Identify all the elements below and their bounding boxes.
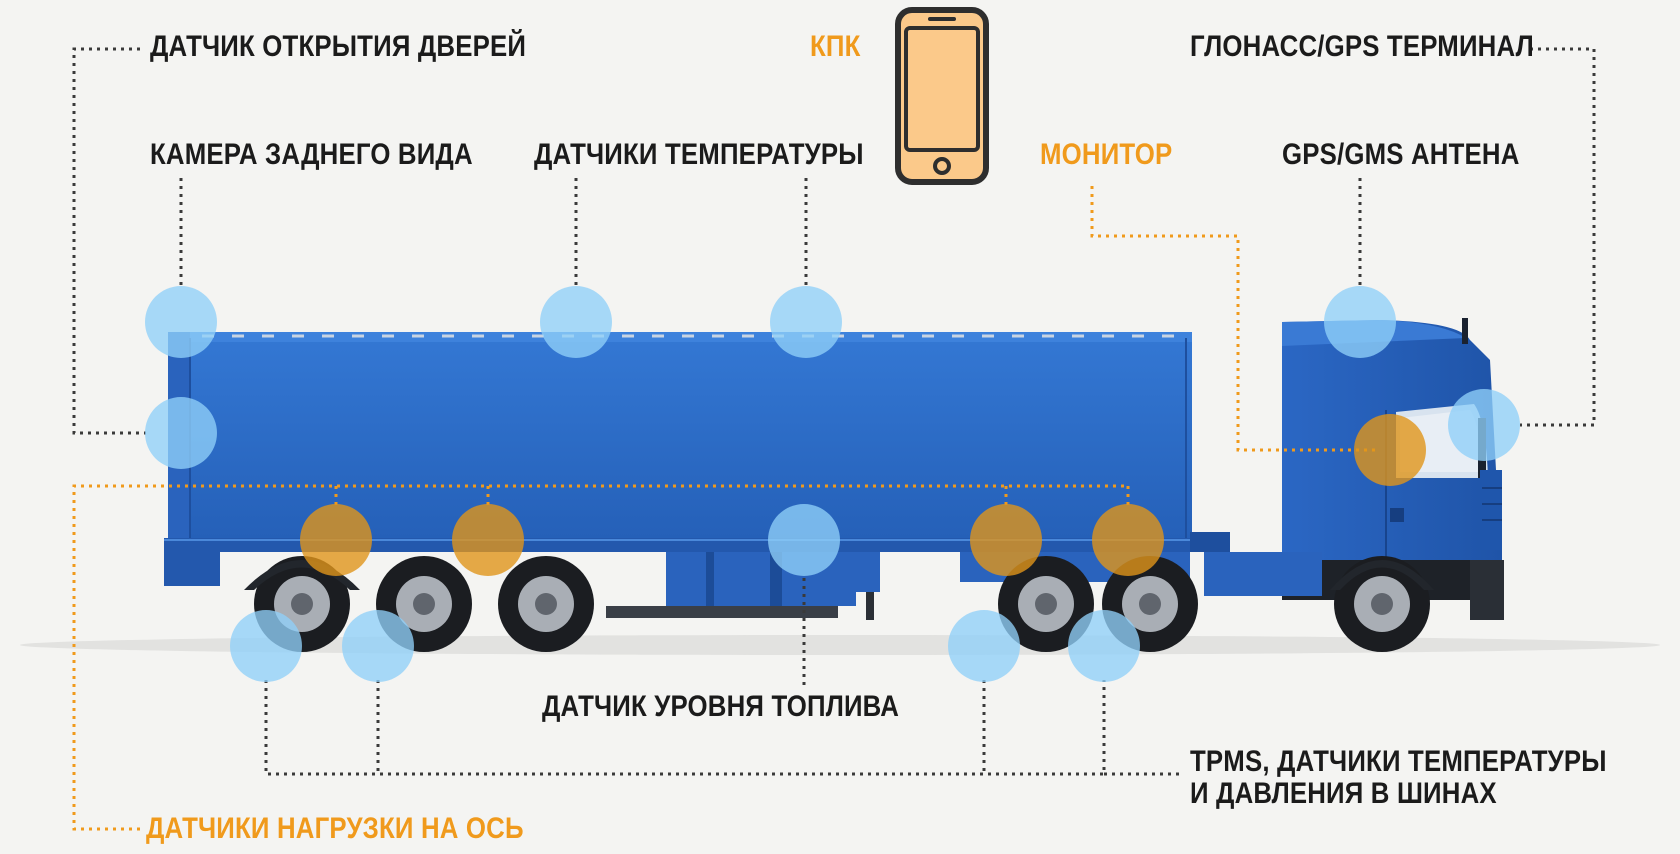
marker-fuel-level (768, 504, 840, 576)
marker-axle-2 (452, 504, 524, 576)
marker-tire-2 (342, 610, 414, 682)
marker-tire-4 (1068, 610, 1140, 682)
blue-sensor-markers (145, 286, 1520, 682)
label-monitor: МОНИТОР (1040, 138, 1173, 171)
marker-door-sensor (145, 397, 217, 469)
label-glonass-terminal: ГЛОНАСС/GPS ТЕРМИНАЛ (1190, 30, 1534, 63)
marker-axle-3 (970, 504, 1042, 576)
label-tpms-line-1: TPMS, ДАТЧИКИ ТЕМПЕРАТУРЫ (1190, 745, 1607, 778)
label-door-sensor: ДАТЧИК ОТКРЫТИЯ ДВЕРЕЙ (150, 30, 527, 63)
label-temperature-sensors: ДАТЧИКИ ТЕМПЕРАТУРЫ (534, 138, 864, 171)
connector-lines-dark (72, 47, 1596, 776)
connector-lines-orange (72, 186, 1378, 831)
marker-glonass-terminal (1448, 389, 1520, 461)
marker-axle-4 (1092, 504, 1164, 576)
label-rear-camera: КАМЕРА ЗАДНЕГО ВИДА (150, 138, 473, 171)
marker-axle-1 (300, 504, 372, 576)
pda-phone-icon (895, 7, 989, 185)
label-axle-load-sensors: ДАТЧИКИ НАГРУЗКИ НА ОСЬ (146, 812, 524, 845)
label-tpms-line-2: И ДАВЛЕНИЯ В ШИНАХ (1190, 777, 1497, 810)
marker-rear-camera (145, 286, 217, 358)
label-fuel-level-sensor: ДАТЧИК УРОВНЯ ТОПЛИВА (542, 690, 900, 723)
marker-tire-3 (948, 610, 1020, 682)
marker-temp-sensor-1 (540, 286, 612, 358)
marker-tire-1 (230, 610, 302, 682)
orange-sensor-markers (300, 414, 1426, 576)
marker-monitor (1354, 414, 1426, 486)
label-antenna: GPS/GMS АНТЕНА (1282, 138, 1520, 171)
marker-temp-sensor-2 (770, 286, 842, 358)
label-pda: КПК (810, 30, 861, 63)
marker-antenna (1324, 286, 1396, 358)
